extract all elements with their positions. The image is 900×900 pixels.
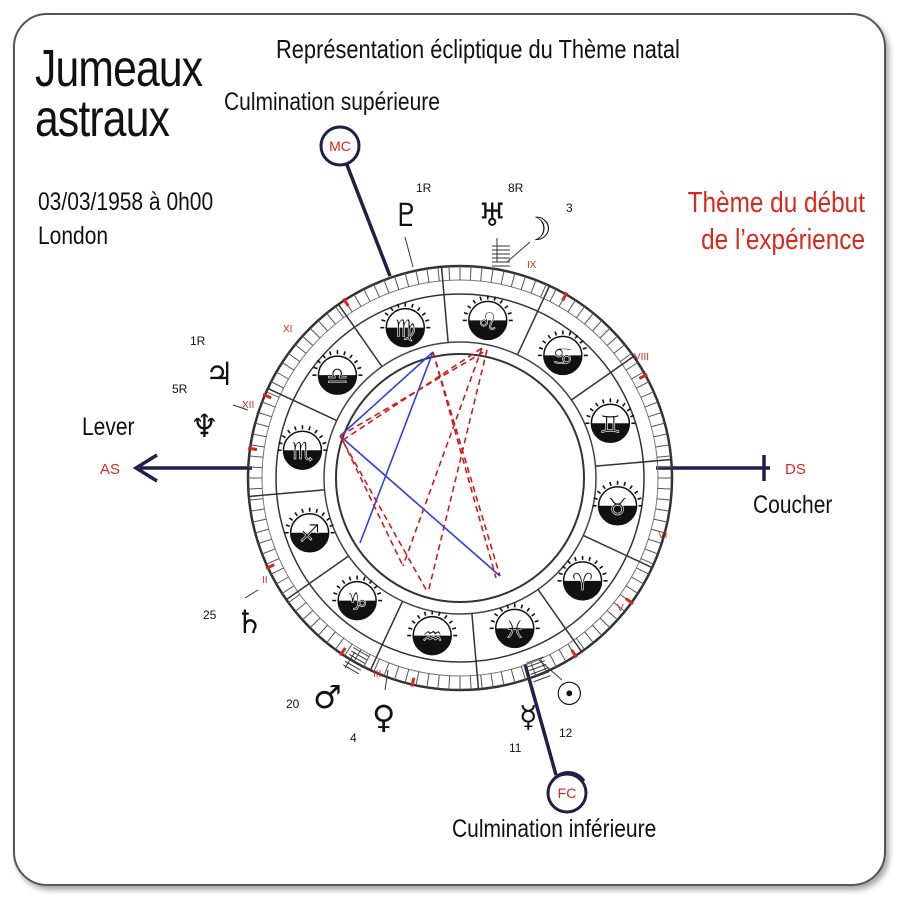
chart-card [13,13,886,886]
birth-date: 03/03/1958 à 0h00 [38,188,214,216]
capricorn-glyph: ♑ [346,588,368,616]
chart-subtitle: Représentation écliptique du Thème natal [276,34,680,64]
jupiter-degree: 1R [190,334,206,348]
virgo-glyph: ♍ [395,315,417,343]
theme-label: Thème du début de l’expérience [687,187,865,256]
jupiter-icon: ♃ [205,355,234,393]
leo-sign-icon: ♌ [462,295,513,341]
pluto-degree: 1R [416,181,432,195]
aspect-red-7 [402,347,483,567]
neptune-icon: ♆ [190,407,219,445]
sun-icon: ☉ [555,675,584,713]
uranus-degree: 8R [508,181,524,195]
capricorn-sign-icon: ♑ [332,575,383,621]
mars-icon: ♂ [313,678,342,716]
aries-sign-icon: ♈ [557,555,608,601]
cancer-sign-icon: ♋ [537,330,588,376]
leo-glyph: ♌ [477,307,499,335]
mc-axis [345,164,392,277]
aspect-blue-1 [339,351,434,437]
aspect-red-2 [342,347,483,441]
moon-degree: 3 [566,201,573,215]
pisces-glyph: ♓ [504,615,526,643]
libra-glyph: ♎ [327,362,349,390]
pisces-sign-icon: ♓ [489,603,540,649]
libra-sign-icon: ♎ [312,350,363,395]
aquarius-glyph: ♒ [421,623,443,651]
as-label: AS [100,461,120,478]
ds-label: DS [785,461,806,478]
gemini-glyph: ♊ [600,410,622,438]
house-label-v: V [617,603,624,614]
fc-badge: FC [546,771,588,814]
venus-degree: 4 [350,731,357,745]
aspect-blue-3 [359,351,434,544]
mars-degree: 20 [286,697,300,711]
pluto-icon: ♇ [392,196,421,234]
sun-degree: 12 [559,726,573,740]
aries-glyph: ♈ [572,568,594,596]
svg-text:FC: FC [558,785,577,801]
saturn-degree: 25 [203,608,217,622]
house-label-iii: III [373,669,381,680]
birth-place: London [38,222,109,250]
page-title: Jumeaux astraux [35,40,203,148]
venus-icon: ♀ [372,698,395,736]
virgo-sign-icon: ♍ [380,302,431,348]
house-label-xi: XI [283,324,292,335]
aspect-red-3 [339,435,429,594]
coucher-label: Coucher [753,491,833,519]
house-label-viii: VIII [634,352,649,363]
taurus-glyph: ♉ [607,493,629,521]
mc-badge: MC [319,125,361,167]
fc-axis [523,663,558,776]
cancer-glyph: ♋ [552,342,574,370]
aspect-blue-2 [339,435,501,577]
mercury-degree: 11 [509,741,522,755]
aspect-red-8 [432,351,497,579]
svg-text:MC: MC [329,138,351,154]
house-label-vi: VI [658,530,667,541]
mercury-icon: ☿ [519,700,537,735]
taurus-sign-icon: ♉ [592,480,643,526]
culmination-inferieure-label: Culmination inférieure [452,815,657,843]
sagittarius-sign-icon: ♐ [284,507,335,553]
aspect-red-5 [432,351,501,577]
gemini-sign-icon: ♊ [585,398,636,444]
as-arrow-icon [132,453,158,483]
sagittarius-glyph: ♐ [299,520,321,548]
lever-label: Lever [82,413,135,441]
uranus-icon: ♅ [478,196,507,234]
house-label-ix: IX [527,260,537,271]
aquarius-sign-icon: ♒ [407,610,458,656]
culmination-superieure-label: Culmination supérieure [224,88,440,116]
house-label-xii: XII [242,400,254,411]
scorpio-glyph: ♏ [292,437,314,465]
moon-icon: ☽ [523,210,552,248]
house-label-ii: II [262,575,268,586]
saturn-icon: ♄ [235,603,264,641]
aspect-red-4 [342,440,404,567]
neptune-degree: 5R [172,382,188,396]
scorpio-sign-icon: ♏ [277,425,328,470]
aspect-red-6 [427,349,488,594]
